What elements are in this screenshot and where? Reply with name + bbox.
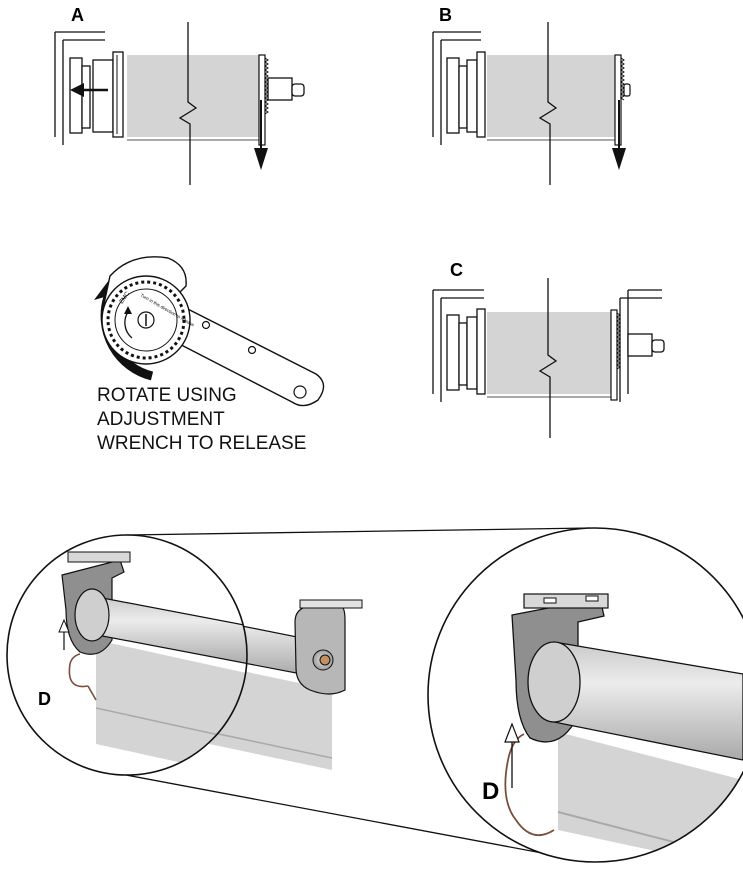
label-d-small: D [38,689,51,709]
label-a: A [71,5,84,25]
wrench-caption: ROTATE USING ADJUSTMENT WRENCH TO RELEAS… [97,384,306,456]
label-d-large: D [482,778,499,805]
detail-circle-large [427,527,743,863]
label-b: B [439,5,452,25]
detail-circle-small [6,534,248,776]
caption-line-1: ROTATE USING [97,385,237,406]
step-b-diagram [432,22,631,185]
step-a-diagram [54,22,305,185]
caption-line-3: WRENCH TO RELEASE [97,433,307,454]
caption-line-2: ADJUSTMENT [97,409,225,430]
adjustment-wrench [94,256,325,407]
step-c-diagram [432,278,665,438]
label-c: C [450,260,463,280]
